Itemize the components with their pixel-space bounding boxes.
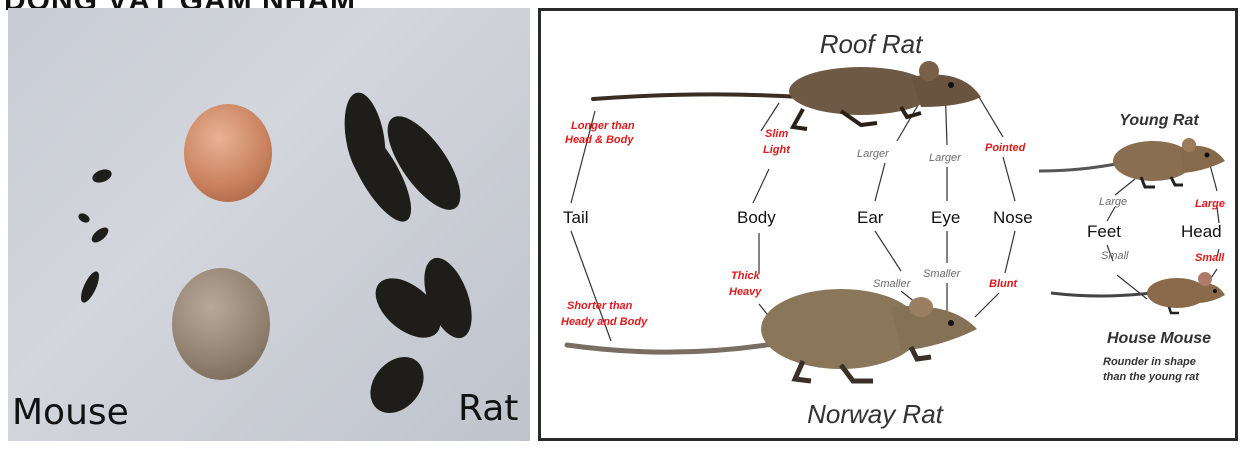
young-rat-illustration <box>1039 138 1225 187</box>
rodent-comparison-diagram: Roof Rat Norway Rat Young Rat House Mous… <box>538 8 1238 441</box>
nose-norway-descriptor: Blunt <box>989 278 1018 290</box>
body-norway-descriptor: Thick <box>731 270 761 282</box>
feet-young-descriptor: Large <box>1099 196 1127 208</box>
norway-rat-title: Norway Rat <box>807 399 945 429</box>
ear-label: Ear <box>857 208 884 227</box>
head-label: Head <box>1181 222 1222 241</box>
head-mouse-descriptor: Small <box>1195 252 1225 264</box>
eye-label: Eye <box>931 208 960 227</box>
rat-dropping <box>359 346 434 423</box>
house-mouse-title: House Mouse <box>1107 330 1211 347</box>
nose-label: Nose <box>993 208 1033 227</box>
nose-roof-descriptor: Pointed <box>985 142 1026 154</box>
eye-roof-descriptor: Larger <box>929 152 962 164</box>
tail-roof-descriptor: Longer than <box>571 120 635 132</box>
roof-rat-illustration <box>593 61 981 129</box>
mouse-dropping <box>77 212 91 225</box>
body-roof-descriptor: Slim <box>765 128 788 140</box>
mouse-dropping <box>91 167 114 185</box>
copper-coin <box>184 104 272 202</box>
mouse-label: Mouse <box>12 392 129 433</box>
feet-mouse-descriptor: Small <box>1101 250 1129 262</box>
house-mouse-note: than the young rat <box>1103 371 1200 383</box>
young-rat-title: Young Rat <box>1119 112 1199 129</box>
silver-coin <box>172 268 270 380</box>
ear-roof-descriptor: Larger <box>857 148 890 160</box>
droppings-photo: Mouse Rat <box>8 8 530 441</box>
tail-norway-descriptor: Shorter than <box>567 300 633 312</box>
ear-norway-descriptor: Smaller <box>873 278 912 290</box>
body-roof-descriptor: Light <box>763 144 791 156</box>
body-norway-descriptor: Heavy <box>729 286 762 298</box>
body-label: Body <box>737 208 776 227</box>
head-young-descriptor: Large <box>1195 198 1225 210</box>
tail-label: Tail <box>563 208 589 227</box>
roof-rat-title: Roof Rat <box>820 29 924 59</box>
tail-norway-descriptor: Heady and Body <box>561 316 648 328</box>
eye-norway-descriptor: Smaller <box>923 268 962 280</box>
tail-roof-descriptor: Head & Body <box>565 134 634 146</box>
rat-label: Rat <box>458 388 518 429</box>
feet-label: Feet <box>1087 222 1121 241</box>
house-mouse-note: Rounder in shape <box>1103 356 1196 368</box>
mouse-dropping <box>77 269 102 305</box>
mouse-dropping <box>89 225 111 246</box>
